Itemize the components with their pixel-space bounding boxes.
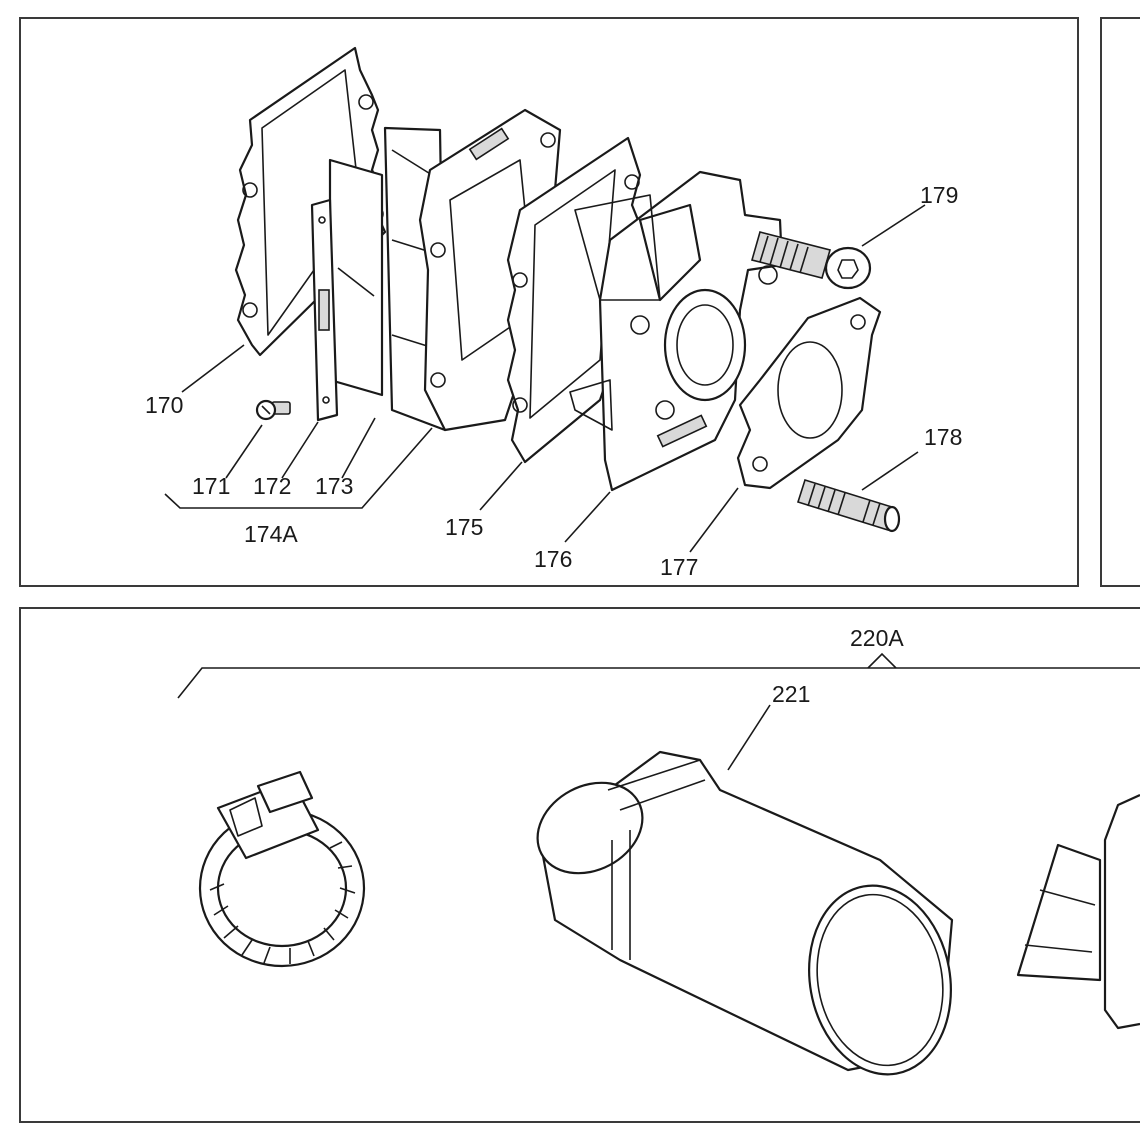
reed-stop-172 — [310, 198, 339, 422]
callout-179: 179 — [920, 182, 958, 208]
cap-screw-179 — [751, 231, 872, 290]
stud-178 — [796, 478, 901, 533]
leader-221 — [727, 704, 771, 771]
callout-177: 177 — [660, 554, 698, 580]
callout-170: 170 — [145, 392, 183, 418]
reed-petal-173 — [328, 158, 384, 397]
bottom-panel-frame — [19, 607, 1140, 1123]
screw-171 — [255, 399, 291, 421]
callout-175: 175 — [445, 514, 483, 540]
top-right-panel-frame — [1100, 17, 1140, 587]
gasket-177 — [736, 296, 882, 490]
leader-lines-top — [164, 204, 926, 553]
top-panel-frame — [19, 17, 1079, 587]
callout-176: 176 — [534, 546, 572, 572]
hose-clamp — [198, 770, 366, 968]
air-filter-221 — [536, 750, 954, 1076]
callout-173: 173 — [315, 473, 353, 499]
assembly-bracket-peak — [867, 652, 897, 669]
intake-adaptor-176 — [569, 170, 784, 492]
gasket-175 — [506, 136, 644, 464]
callout-172: 172 — [253, 473, 291, 499]
assembly-bracket-220a — [177, 667, 1140, 699]
callout-174a: 174A — [244, 521, 298, 547]
callout-221: 221 — [772, 681, 810, 707]
callout-220a: 220A — [850, 625, 904, 651]
callout-178: 178 — [924, 424, 962, 450]
callout-171: 171 — [192, 473, 230, 499]
partial-part-right — [1016, 793, 1140, 1030]
